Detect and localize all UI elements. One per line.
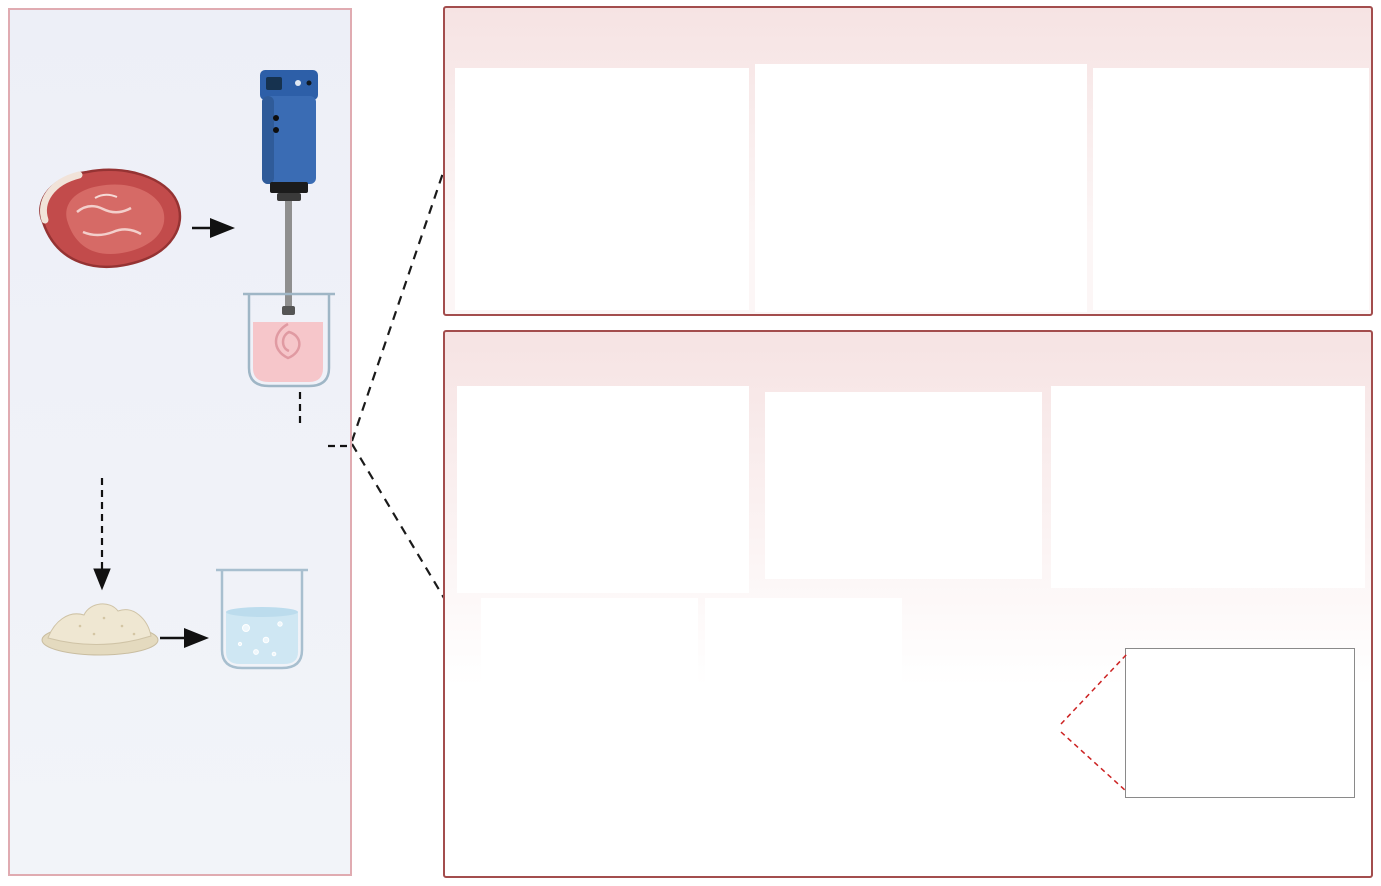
centrifugal-chart-box [1093, 68, 1369, 310]
homogenizer-illustration [260, 70, 318, 315]
heatmap-box [481, 598, 698, 845]
fluorescence-chart-box [1051, 386, 1365, 588]
fenton-beaker-illustration [216, 568, 308, 670]
sds-page-gel [457, 386, 749, 593]
structural-panel [443, 330, 1373, 878]
ftir-chart [765, 392, 1042, 579]
binding-site-detail [1126, 649, 1354, 797]
centrifugal-bar-chart [1093, 68, 1369, 310]
gel-box [457, 386, 749, 593]
enrichment-dot-plot [705, 598, 902, 840]
fluorescence-chart [1051, 386, 1365, 588]
amino-acid-site-label [1125, 804, 1355, 823]
protein-structure [909, 592, 1121, 859]
mps-powder-illustration [41, 603, 159, 656]
dotplot-box [705, 598, 902, 840]
binding-site-zoom [1125, 648, 1355, 798]
extraction-beaker-illustration [243, 292, 335, 388]
mfi-chart-box [455, 68, 749, 310]
beef-illustration [39, 168, 182, 268]
ftir-chart-box [765, 392, 1042, 579]
texture-chart-box [755, 64, 1087, 312]
protein-structure-box [909, 592, 1121, 859]
texture-line-chart [755, 64, 1087, 312]
mfi-bar-chart [455, 68, 749, 310]
heatmap [481, 598, 698, 845]
workflow-illustration [39, 70, 350, 670]
workflow-panel [8, 8, 352, 876]
quality-panel [443, 6, 1373, 316]
